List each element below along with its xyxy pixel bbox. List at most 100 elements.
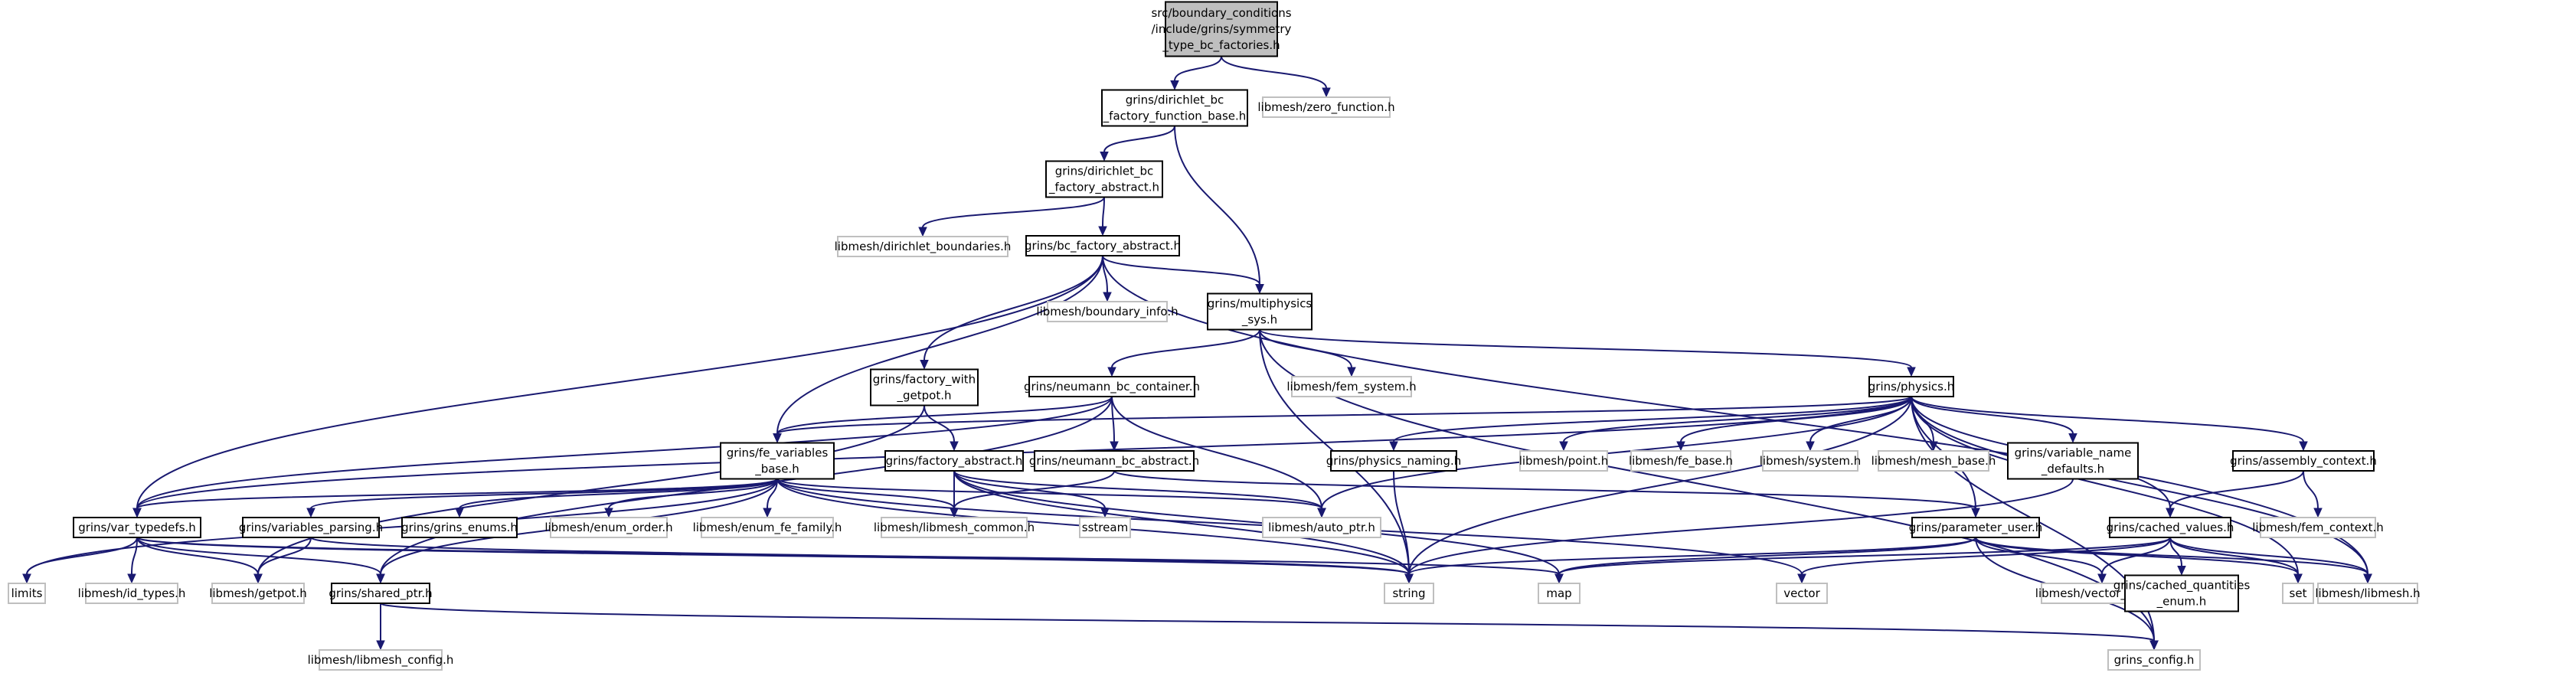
node-grins-config: grins_config.h bbox=[2107, 649, 2201, 671]
edge-arrowhead bbox=[1554, 573, 1564, 584]
node-libmesh-config: libmesh/libmesh_config.h bbox=[308, 649, 454, 671]
dependency-edge bbox=[2303, 470, 2323, 518]
edge-arrowhead bbox=[1797, 573, 1806, 584]
node-getpot: libmesh/getpot.h bbox=[209, 583, 307, 604]
dependency-edge bbox=[22, 537, 138, 584]
node-shared-ptr[interactable]: grins/shared_ptr.h bbox=[329, 583, 433, 604]
dependency-edge bbox=[253, 537, 312, 584]
edge-line bbox=[136, 537, 1410, 575]
edge-arrowhead bbox=[376, 640, 385, 651]
node-fe-variables-base[interactable]: grins/fe_variables_base.h bbox=[720, 442, 835, 480]
node-dirichlet-bc-factory-function-base[interactable]: grins/dirichlet_bc_factory_function_base… bbox=[1101, 89, 1248, 127]
node-limits: limits bbox=[8, 583, 46, 604]
node-vector: vector bbox=[1776, 583, 1828, 604]
edge-line bbox=[776, 478, 955, 509]
edge-arrowhead bbox=[1347, 367, 1356, 377]
node-label-line: libmesh/fem_system.h bbox=[1286, 380, 1416, 394]
edge-line bbox=[1103, 126, 1175, 152]
node-neumann-bc-abstract[interactable]: grins/neumann_bc_abstract.h bbox=[1029, 450, 1199, 472]
node-variables-parsing[interactable]: grins/variables_parsing.h bbox=[239, 517, 383, 538]
node-box bbox=[73, 517, 201, 538]
node-box bbox=[319, 649, 443, 671]
node-box bbox=[720, 442, 835, 480]
edge-line bbox=[1911, 396, 2074, 434]
node-label-line: _type_bc_factories.h bbox=[1162, 38, 1280, 53]
node-auto-ptr: libmesh/auto_ptr.h bbox=[1262, 517, 1381, 538]
node-box bbox=[2107, 649, 2201, 671]
edge-line bbox=[1174, 56, 1222, 81]
node-set: set bbox=[2282, 583, 2314, 604]
edge-arrowhead bbox=[1389, 441, 1398, 452]
node-label-line: libmesh/fem_context.h bbox=[2252, 521, 2384, 535]
edge-arrowhead bbox=[2097, 573, 2107, 584]
edge-line bbox=[1911, 396, 2299, 575]
node-dirichlet-bc-factory-abstract[interactable]: grins/dirichlet_bc_factory_abstract.h bbox=[1045, 160, 1163, 198]
node-label-line: grins/factory_abstract.h bbox=[886, 454, 1023, 469]
edge-arrowhead bbox=[455, 508, 464, 518]
dependency-edge bbox=[132, 478, 778, 518]
node-point: libmesh/point.h bbox=[1519, 450, 1608, 472]
node-var-typedefs[interactable]: grins/var_typedefs.h bbox=[73, 517, 201, 538]
node-assembly-context[interactable]: grins/assembly_context.h bbox=[2230, 450, 2377, 472]
edge-arrowhead bbox=[1971, 508, 1980, 518]
node-label-line: libmesh/system.h bbox=[1760, 454, 1862, 468]
node-factory-with-getpot[interactable]: grins/factory_with_getpot.h bbox=[870, 368, 979, 407]
dependency-edge bbox=[1221, 56, 1331, 98]
node-box bbox=[211, 583, 305, 604]
node-label-line: vector bbox=[1783, 586, 1820, 600]
node-factory-abstract[interactable]: grins/factory_abstract.h bbox=[884, 450, 1024, 472]
node-label-line: libmesh/fe_base.h bbox=[1629, 454, 1733, 469]
edge-arrowhead bbox=[1907, 367, 1916, 377]
edge-line bbox=[459, 478, 778, 509]
node-label-line: _defaults.h bbox=[2041, 462, 2104, 477]
node-box bbox=[550, 517, 668, 538]
node-libmesh: libmesh/libmesh.h bbox=[2315, 583, 2421, 604]
node-box bbox=[2317, 583, 2418, 604]
node-label-line: map bbox=[1546, 586, 1571, 600]
node-box bbox=[1079, 517, 1131, 538]
node-label-line: set bbox=[2290, 586, 2307, 600]
edge-line bbox=[953, 470, 1560, 575]
edge-arrowhead bbox=[1098, 226, 1107, 237]
node-cached-quantities-enum[interactable]: grins/cached_quantities_enum.h bbox=[2113, 574, 2251, 612]
node-grins-enums[interactable]: grins/grins_enums.h bbox=[401, 517, 518, 538]
edge-line bbox=[924, 405, 955, 443]
node-label-line: libmesh/getpot.h bbox=[209, 586, 307, 600]
edge-line bbox=[136, 255, 1103, 509]
node-bc-factory-abstract[interactable]: grins/bc_factory_abstract.h bbox=[1025, 235, 1181, 256]
node-physics-naming[interactable]: grins/physics_naming.h bbox=[1326, 450, 1461, 472]
dependency-edge bbox=[1911, 396, 2077, 443]
node-physics[interactable]: grins/physics.h bbox=[1868, 376, 1954, 397]
node-box bbox=[1878, 450, 1989, 472]
node-cached-values[interactable]: grins/cached_values.h bbox=[2107, 517, 2234, 538]
edge-arrowhead bbox=[306, 508, 315, 518]
node-box bbox=[1776, 583, 1828, 604]
node-neumann-bc-container[interactable]: grins/neumann_bc_container.h bbox=[1024, 376, 1200, 397]
node-box bbox=[2232, 450, 2375, 472]
edge-line bbox=[776, 396, 1912, 435]
edge-line bbox=[310, 478, 778, 509]
edge-arrowhead bbox=[132, 508, 142, 518]
edge-arrowhead bbox=[1107, 367, 1116, 377]
dependency-edge bbox=[1259, 328, 1916, 377]
edge-line bbox=[2101, 537, 2171, 575]
node-box bbox=[1101, 89, 1248, 127]
node-parameter-user[interactable]: grins/parameter_user.h bbox=[1909, 517, 2043, 538]
edge-line bbox=[776, 396, 1113, 435]
node-multiphysics-sys[interactable]: grins/multiphysics_sys.h bbox=[1207, 292, 1313, 331]
dependency-edge bbox=[380, 603, 2159, 651]
edge-arrowhead bbox=[2313, 508, 2323, 518]
node-box bbox=[2007, 442, 2139, 480]
node-label-line: grins/cached_quantities bbox=[2113, 579, 2251, 593]
edge-line bbox=[136, 537, 381, 575]
dependency-edge bbox=[376, 603, 385, 651]
node-id-types: libmesh/id_types.h bbox=[78, 583, 185, 604]
edge-arrowhead bbox=[1100, 152, 1109, 162]
node-root[interactable]: src/boundary_conditions/include/grins/sy… bbox=[1151, 1, 1292, 57]
node-box bbox=[837, 236, 1008, 257]
edge-line bbox=[1174, 126, 1260, 285]
node-variable-name-defaults[interactable]: grins/variable_name_defaults.h bbox=[2007, 442, 2139, 480]
node-dirichlet-boundaries: libmesh/dirichlet_boundaries.h bbox=[835, 236, 1011, 257]
node-label-line: libmesh/libmesh_config.h bbox=[308, 653, 454, 668]
